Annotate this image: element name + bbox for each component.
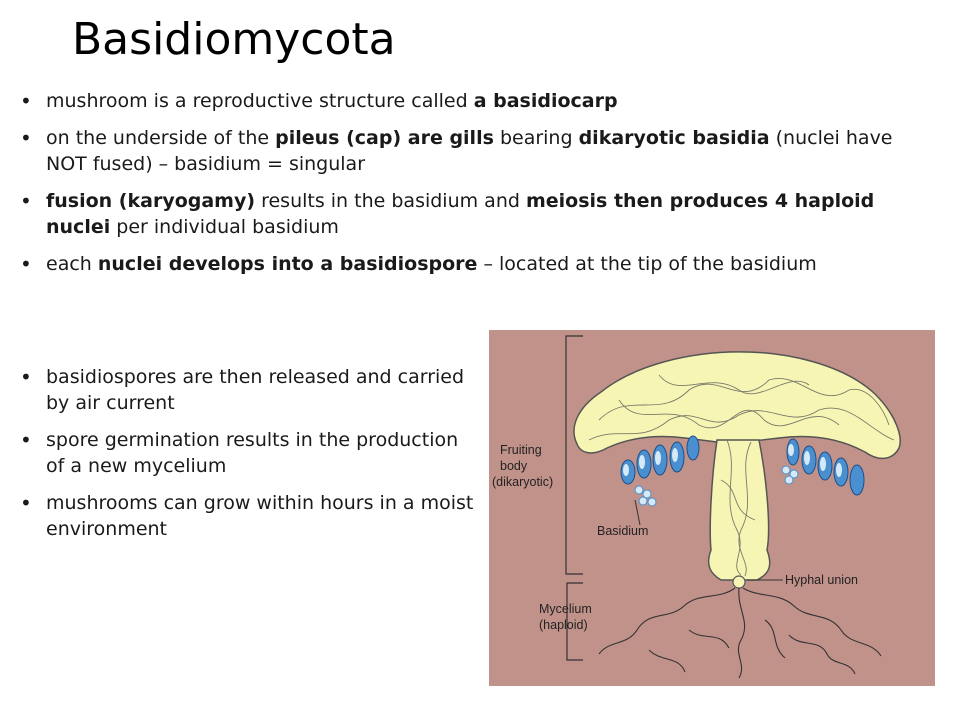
mushroom-diagram-svg: Fruiting body (dikaryotic) Basidium Hyph… [492,335,901,679]
label-haploid: (haploid) [539,618,588,632]
mushroom-cap [573,351,901,460]
label-fruiting: Fruiting [500,443,542,457]
top-bullet-list: mushroom is a reproductive structure cal… [20,88,920,288]
cap-hyphae [588,374,895,577]
bullet-mushroom-growth: mushrooms can grow within hours in a moi… [20,490,475,542]
label-dikaryotic: (dikaryotic) [492,475,553,489]
hyphal-union-knot [732,575,746,589]
right-basidia-cluster [781,438,865,496]
label-mycelium: Mycelium [539,602,592,616]
slide-title: Basidiomycota [72,14,396,65]
bullet-basidiocarp: mushroom is a reproductive structure cal… [20,88,920,114]
basidium-pointer [634,499,641,526]
mushroom-stalk [707,439,771,581]
mycelium-hyphae [598,587,882,679]
label-basidium: Basidium [597,524,648,538]
fruiting-body-bracket [565,335,583,575]
mycelium-bracket [566,582,583,661]
bullet-spore-germination: spore germination results in the product… [20,427,475,479]
label-body: body [500,459,528,473]
bullet-spore-release: basidiospores are then released and carr… [20,364,475,416]
bullet-basidiospore: each nuclei develops into a basidiospore… [20,251,920,277]
label-hyphal-union: Hyphal union [785,573,858,587]
left-basidia-cluster [620,435,700,507]
bullet-gills-basidia: on the underside of the pileus (cap) are… [20,125,920,177]
mushroom-diagram: Fruiting body (dikaryotic) Basidium Hyph… [489,330,935,686]
bullet-karyogamy-meiosis: fusion (karyogamy) results in the basidi… [20,188,920,240]
bottom-bullet-list: basidiospores are then released and carr… [20,364,475,553]
